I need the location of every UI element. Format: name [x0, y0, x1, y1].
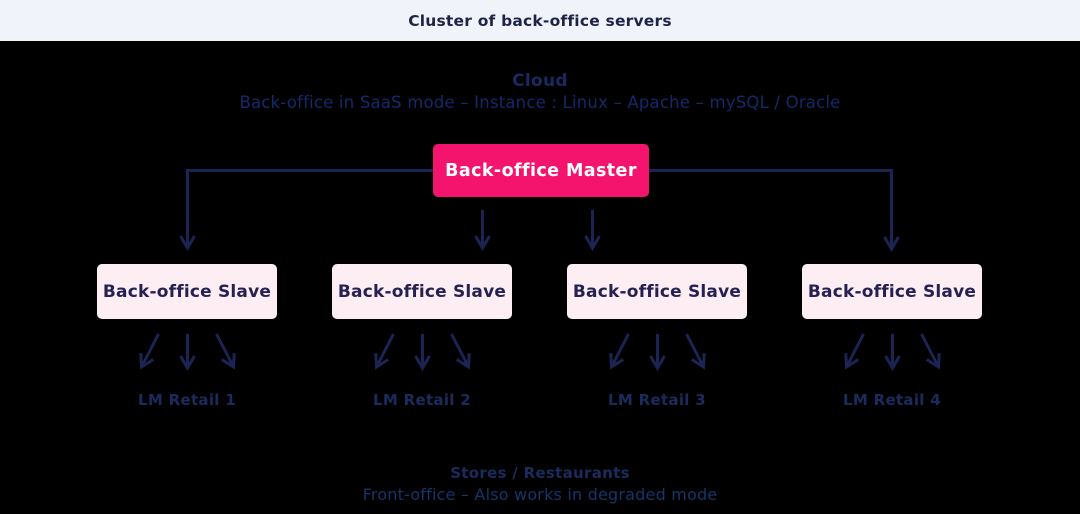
- retail-label-1: LM Retail 1: [138, 391, 236, 409]
- fan-arrow-slave2-left: [374, 333, 395, 370]
- connector-master-to-slave4: [649, 169, 900, 252]
- retail-label-3: LM Retail 3: [608, 391, 706, 409]
- fan-arrow-slave2-right: [450, 333, 471, 370]
- cloud-section-subtitle: Back-office in SaaS mode – Instance : Li…: [239, 93, 841, 112]
- fan-arrow-slave3-right: [685, 333, 706, 370]
- retail-label-4: LM Retail 4: [843, 391, 941, 409]
- back-office-slave-node-2: Back-office Slave: [332, 264, 512, 319]
- back-office-master-node: Back-office Master: [433, 144, 649, 197]
- front-office-subtitle: Front-office – Also works in degraded mo…: [362, 485, 718, 504]
- stores-restaurants-heading: Stores / Restaurants: [450, 464, 630, 482]
- fan-arrow-slave3-left: [609, 333, 630, 370]
- back-office-slave-node-3: Back-office Slave: [567, 264, 747, 319]
- fan-arrow-slave1-right: [215, 333, 236, 370]
- back-office-slave-node-1: Back-office Slave: [97, 264, 277, 319]
- fan-arrow-slave4-right: [920, 333, 941, 370]
- fan-arrow-slave1-left: [139, 333, 160, 370]
- retail-label-2: LM Retail 2: [373, 391, 471, 409]
- back-office-slave-node-4: Back-office Slave: [802, 264, 982, 319]
- connector-master-to-slave1: [179, 169, 433, 251]
- page-title: Cluster of back-office servers: [408, 11, 672, 30]
- title-bar: Cluster of back-office servers: [0, 0, 1080, 41]
- cloud-section-heading: Cloud: [512, 71, 568, 91]
- fan-arrow-slave4-left: [844, 333, 865, 370]
